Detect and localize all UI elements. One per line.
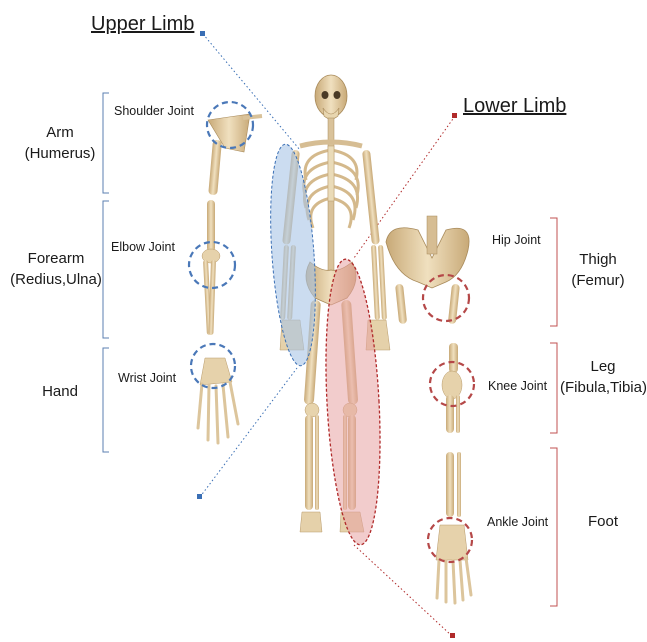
lower-limb-marker-bottom [450,633,455,638]
thigh-detail: (Femur) [562,270,634,291]
foot-label: Foot [578,511,628,532]
hand-name: Hand [30,381,90,402]
ankle-joint-label: Ankle Joint [487,515,548,529]
elbow-joint-label: Elbow Joint [111,240,175,254]
upper-limb-highlight [264,143,321,367]
arm-bracket [103,93,109,193]
forearm-label: Forearm (Redius,Ulna) [8,248,104,290]
upper-limb-marker-top [200,31,205,36]
pelvis-detail [386,216,469,324]
arm-name: Arm [18,122,102,143]
leg-detail: (Fibula,Tibia) [560,377,646,398]
arm-label: Arm (Humerus) [18,122,102,164]
leg-label: Leg (Fibula,Tibia) [560,356,646,398]
forearm-detail: (Redius,Ulna) [8,269,104,290]
lower-limb-title: Lower Limb [463,95,566,118]
ankle-foot-detail [436,452,471,603]
upper-limb-title: Upper Limb [91,13,194,36]
leg-name: Leg [560,356,646,377]
skull [315,75,347,117]
upper-limb-marker-bottom [197,494,202,499]
arm-detail: (Humerus) [18,143,102,164]
lower-limb-marker-top [452,113,457,118]
foot-name: Foot [578,511,628,532]
wrist-joint-label: Wrist Joint [118,371,176,385]
foot-bracket [550,448,557,606]
knee-joint-label: Knee Joint [488,379,547,393]
leg-bracket [550,343,557,433]
thigh-label: Thigh (Femur) [562,249,634,291]
hip-joint-label: Hip Joint [492,233,541,247]
hand-bracket [103,348,109,452]
lower-limb-brackets [550,218,557,606]
thigh-name: Thigh [562,249,634,270]
sternum [328,146,334,201]
wrist-hand-detail [198,358,238,443]
knee-detail [442,343,462,433]
thigh-bracket [550,218,557,326]
elbow-detail [202,200,220,335]
forearm-name: Forearm [8,248,104,269]
hand-label: Hand [30,381,90,402]
shoulder-joint-label: Shoulder Joint [114,104,194,118]
